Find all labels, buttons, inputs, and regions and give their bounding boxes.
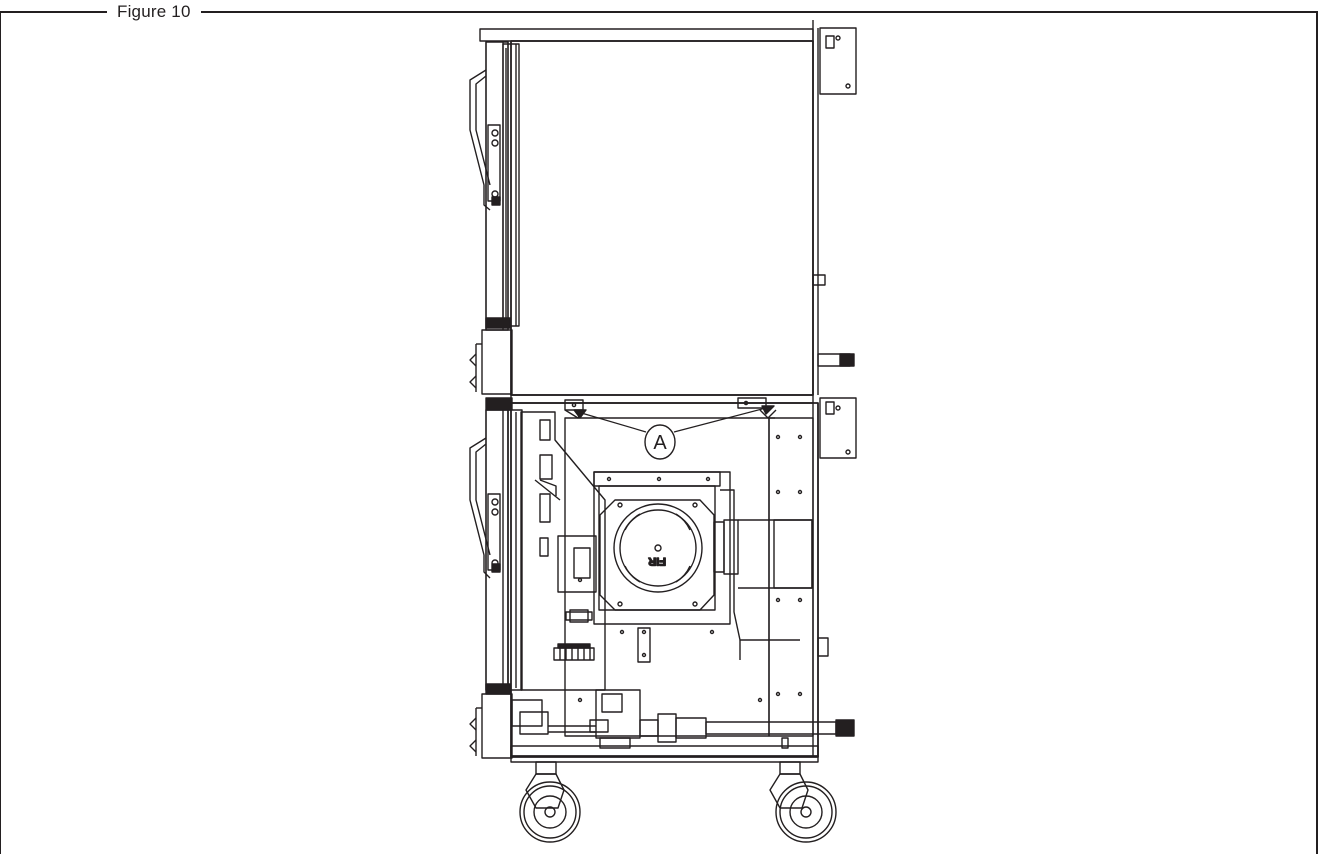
front-caster <box>519 761 581 843</box>
rear-caster <box>769 761 837 843</box>
callout-a <box>573 405 775 460</box>
terminal-strip <box>553 643 595 661</box>
upper-oven <box>469 20 857 396</box>
figure-label: Figure 10 <box>107 2 201 22</box>
gas-valve-assembly <box>511 689 855 749</box>
callout-letter-a: A <box>653 432 667 454</box>
motor-label: FIR <box>648 555 666 567</box>
lower-oven: FIR <box>469 394 857 763</box>
